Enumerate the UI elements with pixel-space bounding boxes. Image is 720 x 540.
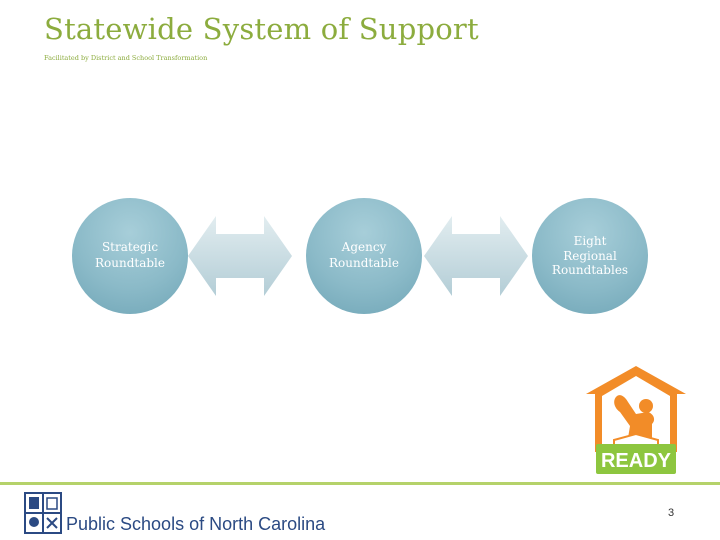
organization-name: Public Schools of North Carolina <box>66 514 326 534</box>
bidirectional-arrow-icon <box>424 216 528 296</box>
node-label-line: Regional <box>563 248 617 263</box>
node-label-line: Agency <box>341 240 387 255</box>
regional-roundtables-node: Eight Regional Roundtables <box>532 198 648 314</box>
bidirectional-arrow-icon <box>188 216 292 296</box>
node-label-line: Roundtables <box>551 263 629 278</box>
node-label-line: Roundtable <box>329 256 399 270</box>
ncdpi-logo-icon <box>24 492 62 534</box>
node-label-line: Roundtable <box>95 256 165 270</box>
node-label-line: Strategic <box>101 240 159 255</box>
ready-logo-text: READY <box>601 450 672 472</box>
page-title: Statewide System of Support <box>44 12 479 46</box>
agency-roundtable-node: Agency Roundtable <box>306 198 422 314</box>
ready-logo-icon: READY <box>586 366 686 474</box>
page-subtitle: Facilitated by District and School Trans… <box>44 54 208 62</box>
page-number: 3 <box>668 507 675 519</box>
strategic-roundtable-node: Strategic Roundtable <box>72 198 188 314</box>
node-label-line: Eight <box>573 234 607 249</box>
footer-divider <box>0 482 720 485</box>
